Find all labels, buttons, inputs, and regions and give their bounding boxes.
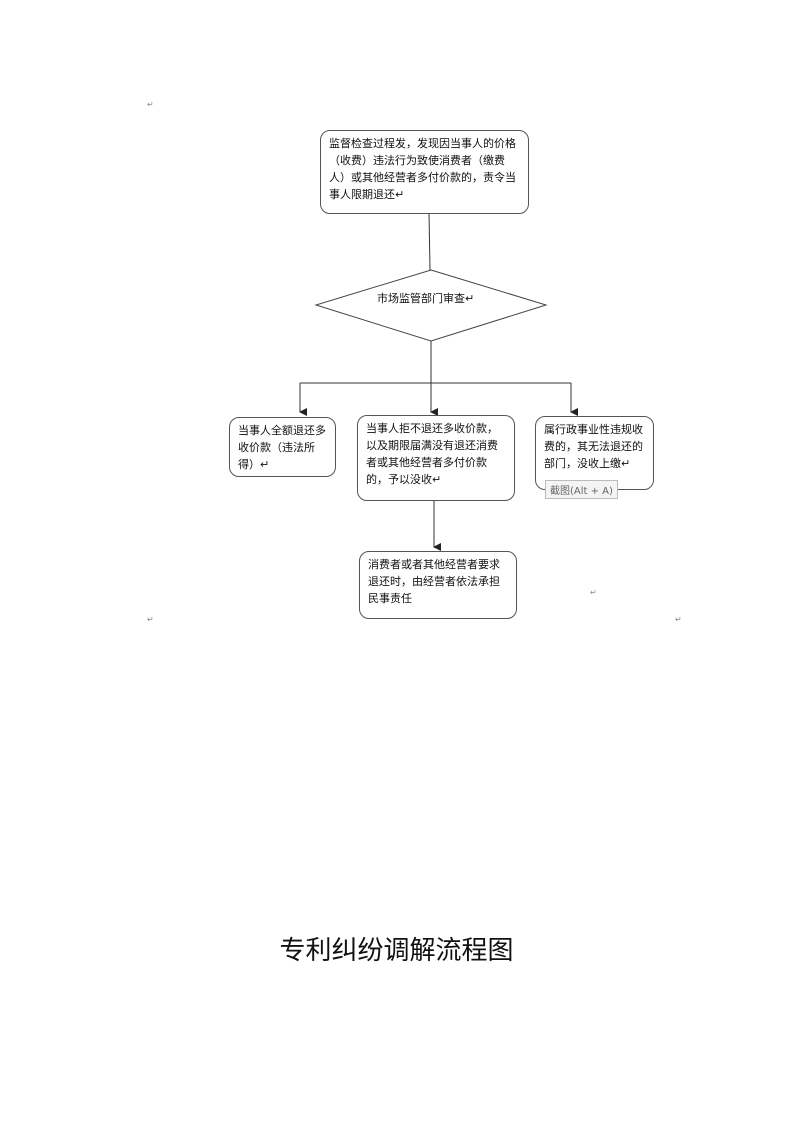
left-node: 当事人全额退还多收价款（违法所得）↵ xyxy=(229,417,336,477)
right-node: 属行政事业性违规收费的，其无法退还的部门，没收上缴↵ xyxy=(535,416,654,490)
flowchart-connectors xyxy=(299,212,578,551)
decision-label: 市场监管部门审查↵ xyxy=(377,292,475,305)
middle-node: 当事人拒不退还多收价款，以及期限届满没有退还消费者或其他经营者多付价款的，予以没… xyxy=(357,415,515,501)
screenshot-tooltip: 截图(Alt + A) xyxy=(545,480,618,499)
bottom-node: 消费者或者其他经营者要求退还时，由经营者依法承担民事责任 xyxy=(359,551,517,619)
bottom-node-text: 消费者或者其他经营者要求退还时，由经营者依法承担民事责任 xyxy=(368,558,500,605)
paragraph-mark-left: ↵ xyxy=(147,615,154,624)
paragraph-mark-center: ↵ xyxy=(590,588,597,597)
page-title: 专利纠纷调解流程图 xyxy=(279,936,514,966)
right-node-text: 属行政事业性违规收费的，其无法退还的部门，没收上缴↵ xyxy=(544,423,643,470)
middle-node-text: 当事人拒不退还多收价款，以及期限届满没有退还消费者或其他经营者多付价款的，予以没… xyxy=(366,422,498,486)
start-node: 监督检查过程发，发现因当事人的价格（收费）违法行为致使消费者（缴费人）或其他经营… xyxy=(320,130,529,214)
left-node-text: 当事人全额退还多收价款（违法所得）↵ xyxy=(238,424,326,471)
paragraph-mark-top: ↵ xyxy=(147,100,154,109)
connector-start-decision xyxy=(428,212,431,271)
paragraph-mark-right: ↵ xyxy=(675,615,682,624)
start-node-text: 监督检查过程发，发现因当事人的价格（收费）违法行为致使消费者（缴费人）或其他经营… xyxy=(329,137,516,201)
